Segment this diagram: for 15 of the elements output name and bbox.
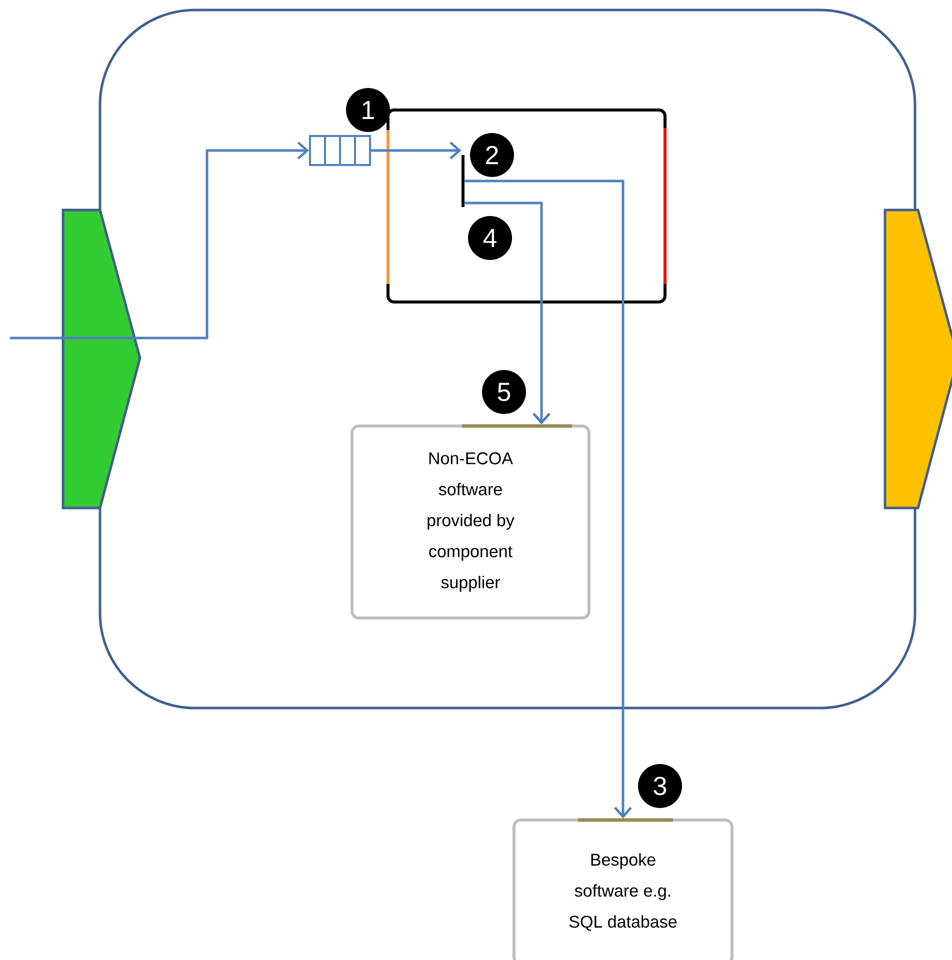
arrow: [464, 202, 550, 424]
arrow: [10, 142, 309, 340]
callout-number: 5: [482, 370, 526, 414]
arrow: [371, 142, 462, 160]
port-bar: [462, 155, 464, 207]
port-shape: [884, 208, 952, 510]
text-box: Non-ECOA software provided by component supplier: [350, 424, 590, 620]
callout-number: 4: [468, 216, 512, 260]
callout-number: 3: [638, 764, 682, 808]
text-box: Bespoke software e.g. SQL database: [512, 818, 734, 960]
callout-number: 2: [470, 133, 514, 177]
queue-icon: [309, 135, 371, 166]
callout-number: 1: [346, 88, 390, 132]
arrow: [464, 180, 632, 819]
port-shape: [62, 208, 142, 510]
